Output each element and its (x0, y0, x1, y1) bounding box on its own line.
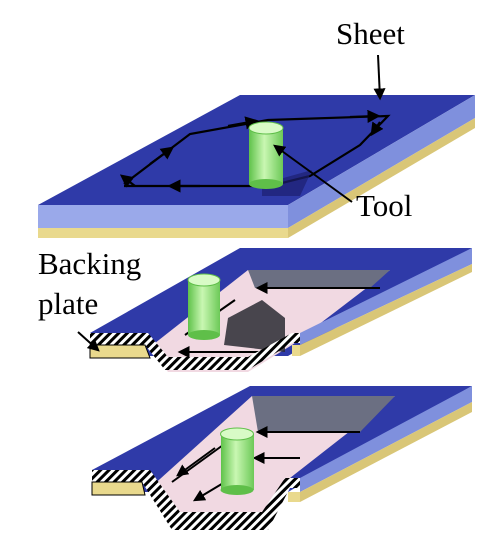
tool-label: Tool (356, 188, 413, 223)
panel-flat-sheet (38, 54, 475, 238)
sheet-front-edge (38, 205, 288, 228)
backing-plate-2 (89, 344, 151, 359)
backing-right-3 (300, 402, 472, 502)
sheet-label: Sheet (336, 16, 405, 51)
backing-plate-front (38, 228, 288, 238)
sheet-section-3 (92, 470, 300, 530)
sheet-pointer (373, 54, 386, 101)
tool-cylinder (248, 121, 284, 189)
backing-right-2 (300, 264, 472, 356)
backing-front-3 (288, 492, 300, 502)
sheet-right-edge (288, 95, 475, 228)
tool-shadow (262, 170, 312, 196)
pocket-wall-shade-3 (252, 396, 395, 432)
tool-cylinder-2 (187, 273, 221, 340)
sheet-section-2 (90, 333, 300, 370)
sheet-right-edge-2 (300, 248, 472, 345)
tool-shadow-2 (224, 300, 285, 352)
backing-pointer (77, 331, 100, 352)
panel-deep-forming (91, 386, 472, 530)
panel-partial-forming (77, 248, 472, 372)
backing-plate-2b (292, 345, 300, 356)
backing-plate-3 (91, 481, 146, 496)
backing-plate-right (288, 118, 475, 238)
tool-cylinder-3 (220, 427, 254, 495)
backing-plate-label-line2: plate (38, 286, 99, 321)
tool-pointer (273, 144, 353, 203)
pocket-wall-shade (248, 270, 390, 288)
backing-plate-label-line1: Backing (38, 246, 142, 281)
sheet-right-edge-3 (300, 386, 472, 492)
